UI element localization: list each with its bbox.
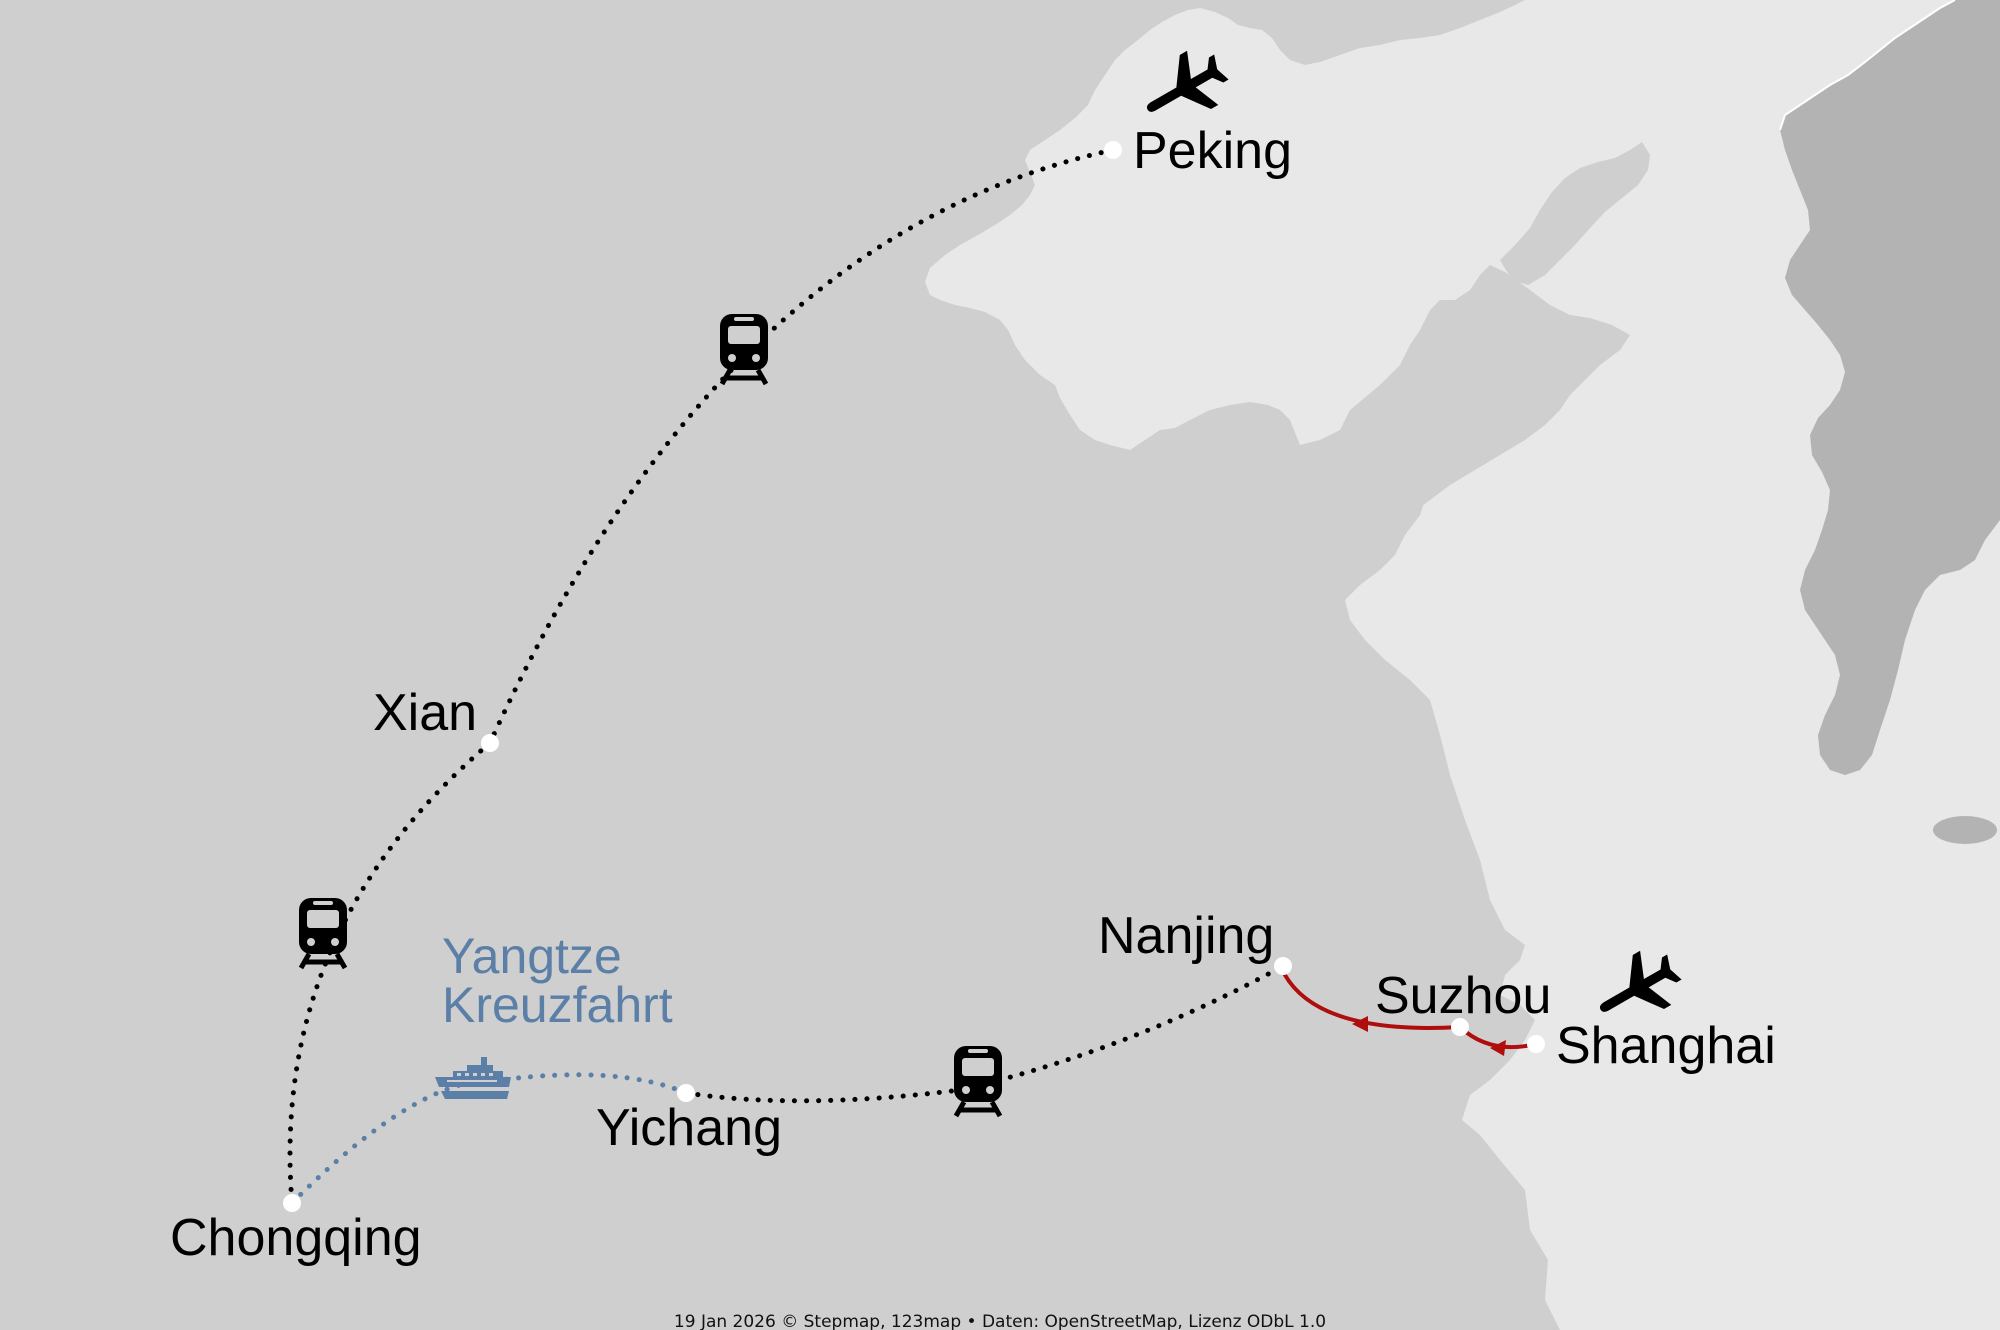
city-dot-yichang[interactable] — [677, 1084, 695, 1102]
route-arrow — [1490, 1040, 1506, 1056]
train-route-peking-xian — [487, 147, 1116, 746]
train-icon — [953, 1046, 1003, 1118]
city-label-chongqing: Chongqing — [170, 1209, 422, 1267]
cruise-label-line2: Kreuzfahrt — [442, 977, 673, 1033]
city-dot-nanjing[interactable] — [1274, 957, 1292, 975]
border-line — [1779, 0, 1956, 131]
peninsula-liaodong — [1500, 142, 1650, 285]
ship-icon — [435, 1057, 511, 1099]
foreign-land-korea — [1780, 0, 2000, 775]
island-jeju — [1933, 816, 1997, 844]
city-label-suzhou: Suzhou — [1375, 967, 1551, 1025]
city-label-peking: Peking — [1133, 122, 1292, 180]
cruise-route-chongqing-yichang — [289, 1072, 689, 1206]
road-route-suzhou-nanjing — [1283, 973, 1462, 1030]
city-label-yichang: Yichang — [596, 1099, 782, 1157]
route-arrow — [1352, 1016, 1368, 1032]
airplane-icon — [1146, 50, 1229, 112]
city-dot-chongqing[interactable] — [283, 1194, 301, 1212]
city-label-nanjing: Nanjing — [1098, 907, 1274, 965]
city-dot-peking[interactable] — [1104, 141, 1122, 159]
airplane-icon — [1599, 950, 1682, 1012]
city-label-shanghai: Shanghai — [1556, 1017, 1776, 1075]
city-dot-xian[interactable] — [481, 734, 499, 752]
sea-area — [925, 0, 2000, 1330]
train-route-yichang-nanjing — [683, 963, 1286, 1104]
attribution: 19 Jan 2026 © Stepmap, 123map • Daten: O… — [674, 1312, 1326, 1330]
city-label-xian: Xian — [373, 684, 477, 742]
train-icon — [298, 898, 348, 970]
cruise-label-line1: Yangtze — [442, 928, 622, 984]
city-dot-suzhou[interactable] — [1451, 1018, 1469, 1036]
city-dot-shanghai[interactable] — [1527, 1035, 1545, 1053]
peninsula-shandong — [1312, 370, 1570, 560]
train-icon — [719, 314, 769, 386]
